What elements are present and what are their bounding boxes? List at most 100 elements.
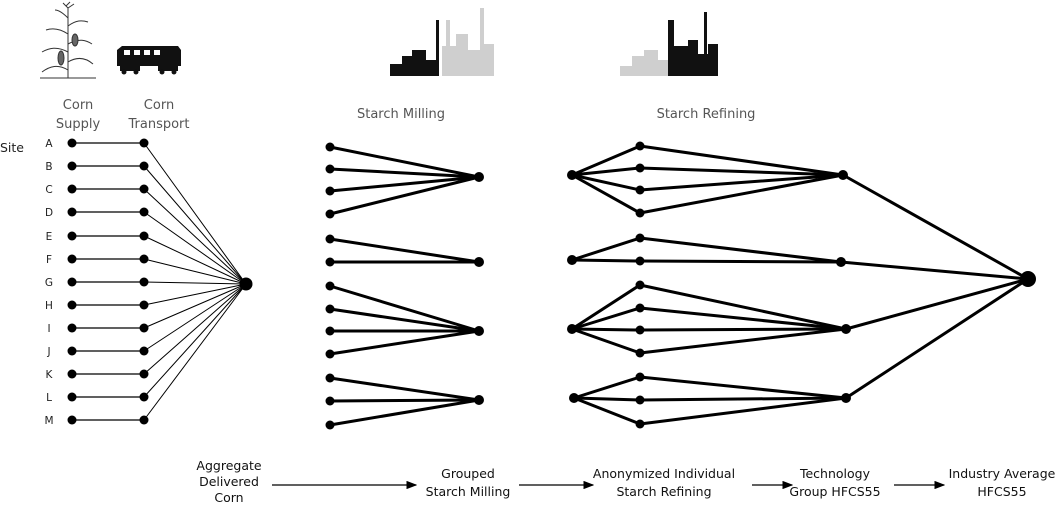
transport-aggregate-link bbox=[143, 281, 247, 285]
milling-link bbox=[328, 329, 481, 356]
milling-plant-node bbox=[325, 186, 335, 196]
refining-source-link bbox=[570, 327, 642, 355]
starch-milling-header: Starch Milling bbox=[357, 107, 445, 122]
site-letter-l: L bbox=[46, 392, 52, 404]
train-locomotive-icon bbox=[117, 46, 181, 75]
stage-anonymized-line1: Anonymized Individual bbox=[593, 466, 735, 481]
refinery-node bbox=[635, 325, 645, 335]
corn-transport-node bbox=[139, 415, 149, 425]
starch-refinery-factory-icon bbox=[620, 12, 718, 76]
refining-source-link bbox=[570, 306, 642, 331]
milling-plant-node bbox=[325, 420, 335, 430]
corn-transport-node bbox=[139, 231, 149, 241]
transport-aggregate-link bbox=[143, 258, 247, 285]
tech-industry-link bbox=[844, 277, 1030, 331]
transport-aggregate-link bbox=[143, 283, 247, 421]
refinery-node bbox=[635, 372, 645, 382]
stage-aggregate-line3: Corn bbox=[214, 490, 243, 505]
transport-aggregate-link bbox=[143, 235, 247, 285]
site-letter-a: A bbox=[45, 138, 53, 150]
refining-source-link bbox=[570, 173, 642, 215]
transport-aggregate-link bbox=[143, 283, 247, 398]
refining-source-node bbox=[567, 170, 577, 180]
corn-transport-node bbox=[139, 277, 149, 287]
aggregate-corn-node bbox=[239, 277, 253, 291]
site-letter-f: F bbox=[46, 254, 52, 266]
milling-plant-node bbox=[325, 234, 335, 244]
stage-grouped-line2: Starch Milling bbox=[426, 484, 511, 499]
stage-industry-line1: Industry Average bbox=[949, 466, 1056, 481]
corn-supply-node bbox=[67, 392, 77, 402]
milling-link bbox=[328, 307, 481, 333]
refining-tech-link bbox=[638, 236, 843, 264]
transport-aggregate-link bbox=[143, 165, 247, 285]
grouped-milling-node bbox=[474, 326, 484, 336]
refinery-node bbox=[635, 208, 645, 218]
refining-source-link bbox=[570, 327, 642, 332]
industry-average-node bbox=[1020, 271, 1036, 287]
refining-tech-link bbox=[638, 173, 845, 192]
site-letter-h: H bbox=[45, 300, 53, 312]
site-letter-k: K bbox=[46, 369, 54, 381]
transport-aggregate-link bbox=[143, 188, 247, 285]
tech-industry-link bbox=[841, 173, 1030, 281]
refining-tech-link bbox=[638, 283, 848, 331]
milling-link bbox=[328, 175, 481, 193]
refining-tech-link bbox=[638, 375, 848, 400]
corn-transport-node bbox=[139, 184, 149, 194]
milling-plant-node bbox=[325, 396, 335, 406]
corn-transport-node bbox=[139, 300, 149, 310]
refining-source-link bbox=[570, 258, 642, 263]
refining-source-link bbox=[570, 144, 642, 177]
corn-supply-node bbox=[67, 231, 77, 241]
grouped-milling-node bbox=[474, 172, 484, 182]
starch-refining-header: Starch Refining bbox=[657, 107, 756, 122]
corn-transport-node bbox=[139, 346, 149, 356]
milling-link bbox=[328, 145, 481, 179]
milling-plant-node bbox=[325, 209, 335, 219]
site-letter-g: G bbox=[45, 277, 53, 289]
site-letter-m: M bbox=[44, 415, 53, 427]
corn-supply-node bbox=[67, 254, 77, 264]
grouped-milling-node bbox=[474, 257, 484, 267]
milling-plant-node bbox=[325, 257, 335, 267]
corn-transport-node bbox=[139, 254, 149, 264]
refining-source-link bbox=[570, 283, 642, 331]
refinery-node bbox=[635, 163, 645, 173]
refinery-node bbox=[635, 419, 645, 429]
technology-group-node bbox=[841, 393, 851, 403]
milling-link bbox=[328, 398, 481, 403]
refining-tech-link bbox=[638, 259, 843, 264]
corn-transport-node bbox=[139, 369, 149, 379]
refining-source-link bbox=[570, 166, 642, 177]
corn-supply-node bbox=[67, 323, 77, 333]
corn-supply-node bbox=[67, 277, 77, 287]
site-letter-b: B bbox=[45, 161, 52, 173]
site-letter-c: C bbox=[45, 184, 52, 196]
refining-source-link bbox=[572, 396, 642, 402]
transport-aggregate-link bbox=[143, 283, 247, 352]
refinery-node bbox=[635, 185, 645, 195]
refining-source-link bbox=[570, 236, 642, 262]
corn-transport-node bbox=[139, 138, 149, 148]
corn-transport-header-line1: Corn bbox=[144, 98, 174, 113]
corn-plant-icon bbox=[40, 1, 96, 79]
milling-plant-node bbox=[325, 349, 335, 359]
technology-group-node bbox=[841, 324, 851, 334]
stage-technology-line1: Technology bbox=[799, 466, 871, 481]
transport-aggregate-link bbox=[143, 211, 247, 285]
stage-grouped-line1: Grouped bbox=[441, 466, 495, 481]
corn-transport-node bbox=[139, 161, 149, 171]
refining-source-link bbox=[570, 173, 642, 192]
transport-aggregate-link bbox=[143, 142, 247, 285]
transport-aggregate-link bbox=[143, 283, 247, 329]
corn-transport-header-line2: Transport bbox=[127, 117, 189, 132]
refining-tech-link bbox=[638, 306, 848, 331]
site-letter-d: D bbox=[45, 207, 53, 219]
transport-aggregate-link bbox=[143, 283, 247, 375]
technology-group-node bbox=[838, 170, 848, 180]
milling-link bbox=[328, 376, 481, 402]
corn-supply-node bbox=[67, 415, 77, 425]
